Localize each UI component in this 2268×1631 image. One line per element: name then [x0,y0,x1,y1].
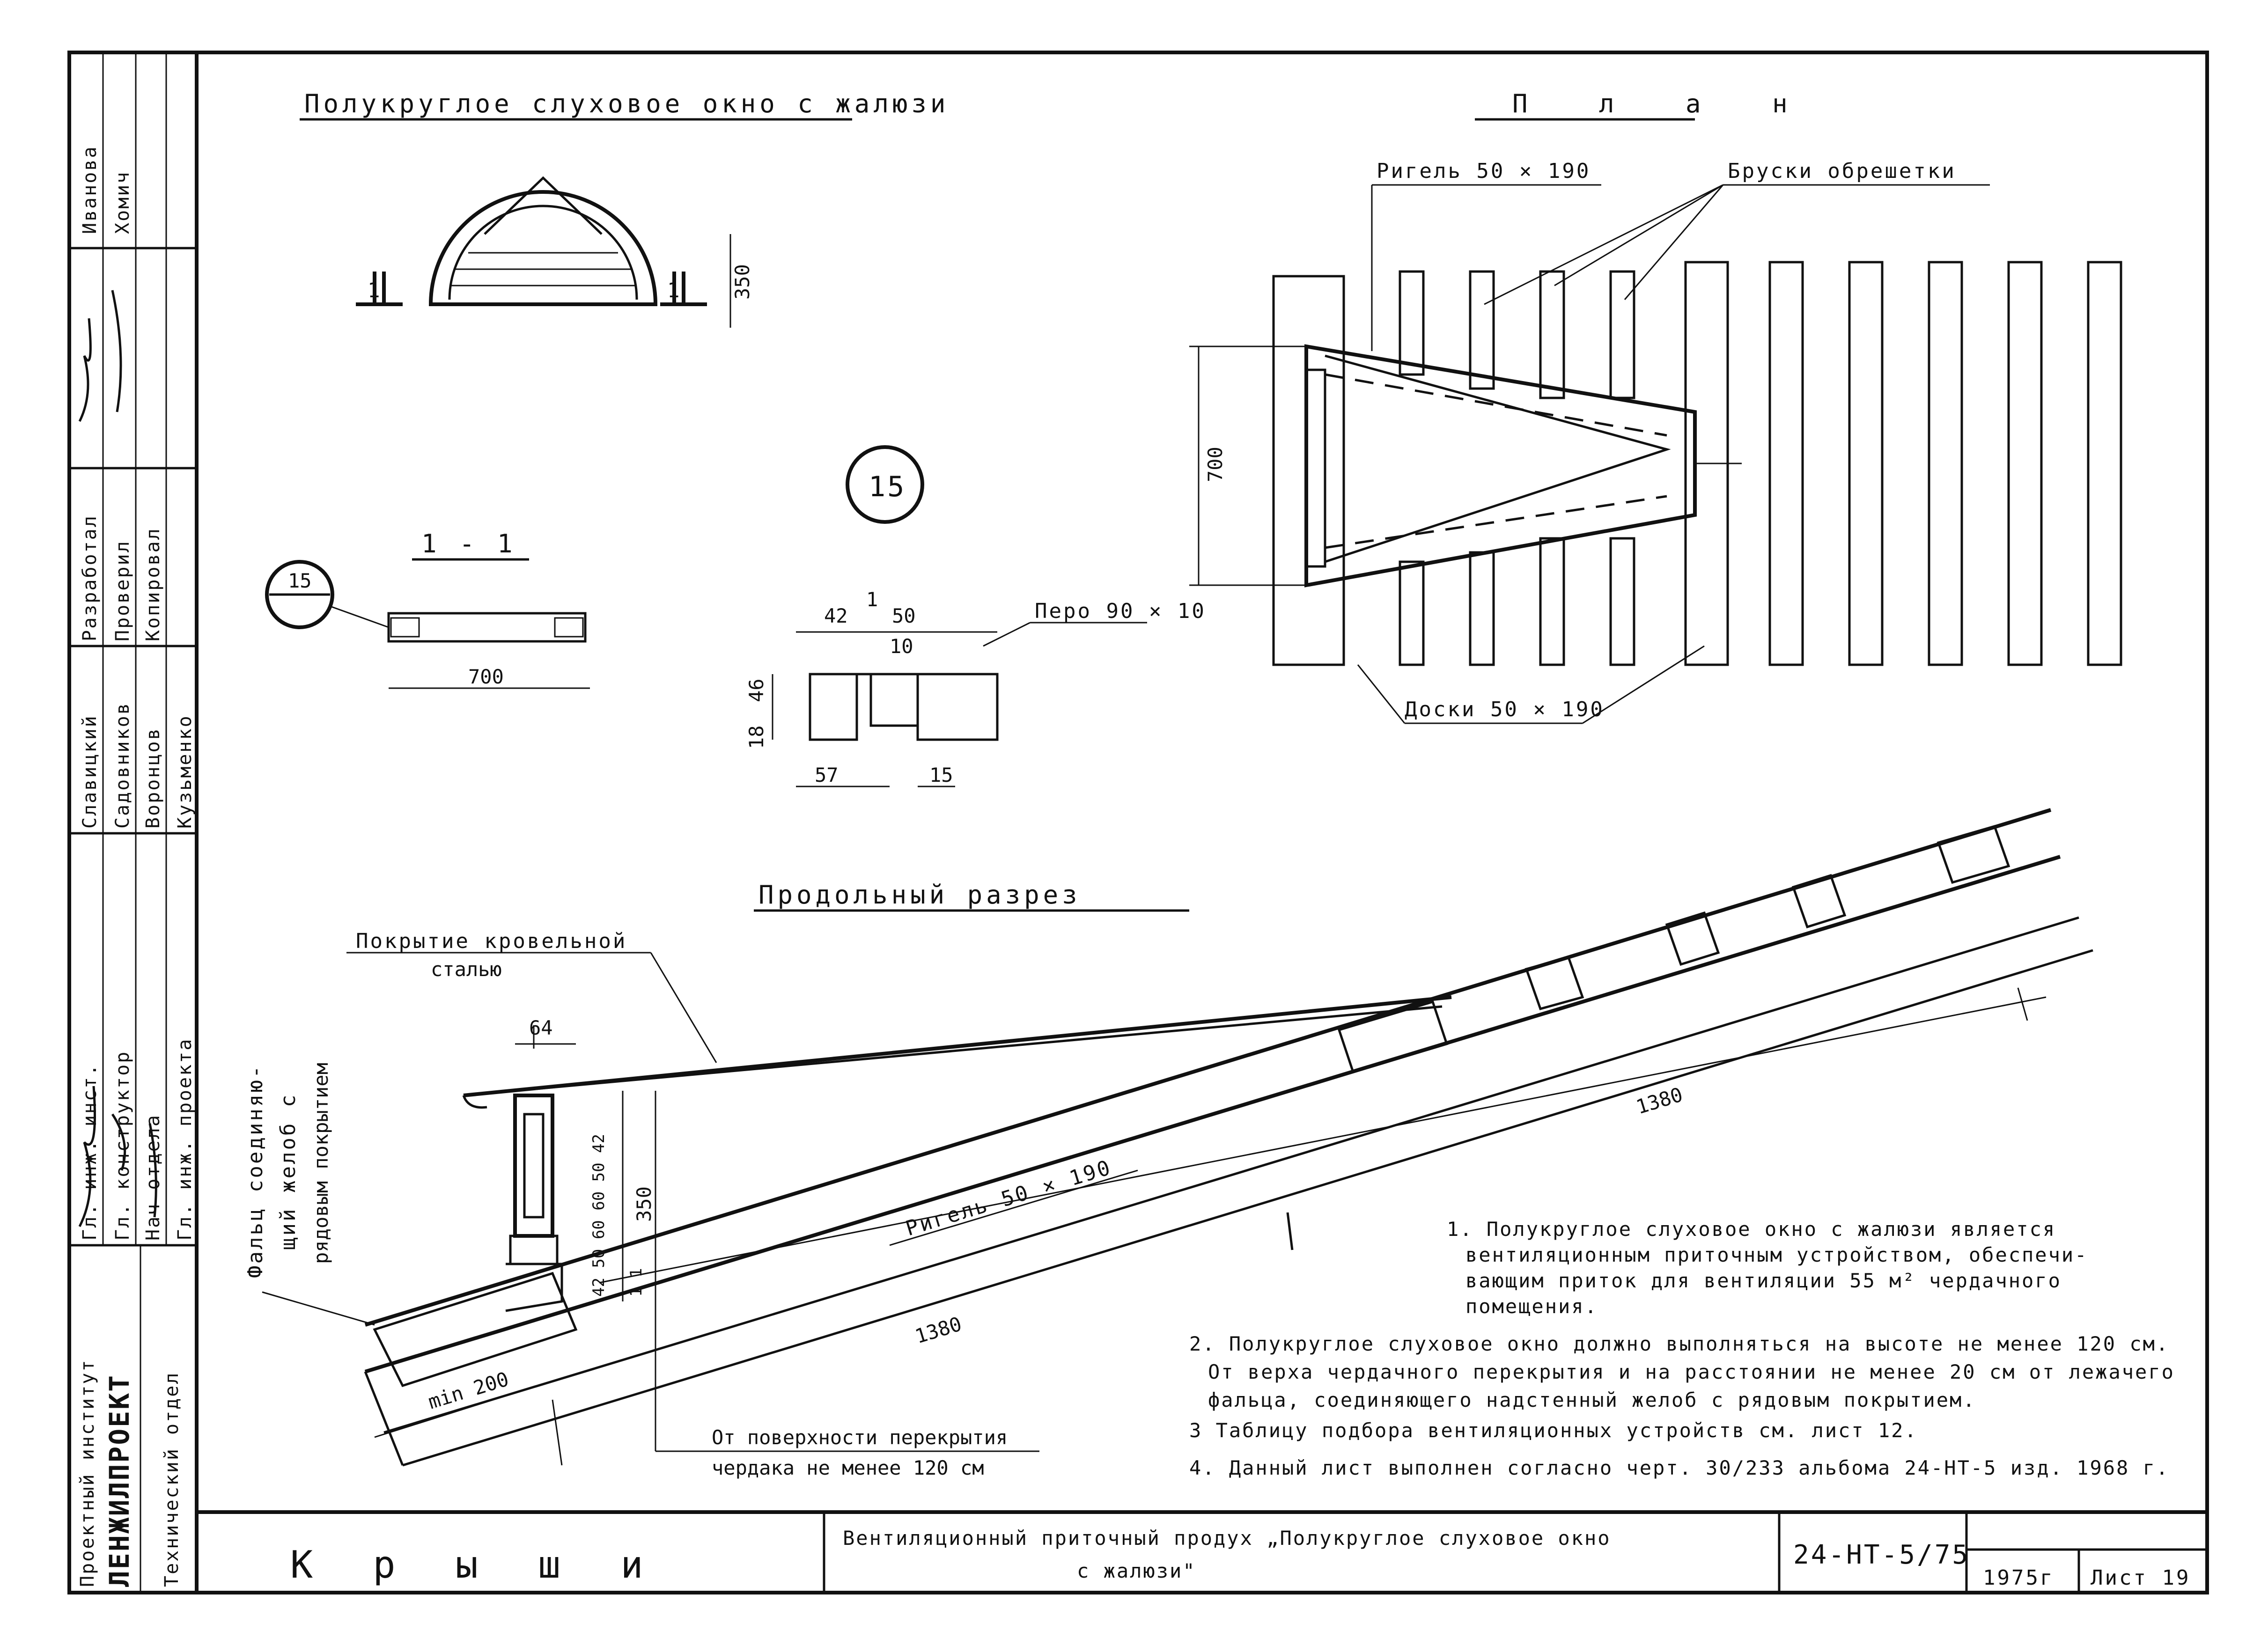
stamp-name-ivanova: Иванова [79,145,101,234]
note-line: помещения. [1465,1295,1598,1318]
section-marker-right: 1 [667,279,682,302]
cut-1-1: 1 - 1 15 700 [265,529,590,689]
longitudinal-section: Продольный разрез 64 42 50 60 60 50 42 1 [243,808,2093,1479]
detail-number: 15 [869,470,906,503]
stalyu-label: сталью [431,958,502,981]
profile-detail: 42 1 50 10 Перо 90 × 10 46 18 57 15 [745,588,1206,787]
plan-bruski-label: Бруски обрешетки [1728,159,1956,183]
dim-stack: 42 50 60 60 50 42 [589,1134,608,1297]
note-line: 2. Полукруглое слуховое окно должно выпо… [1189,1332,2169,1355]
dim-stack-right: 1 1 [627,1268,646,1297]
detail-callout-15: 15 [846,445,924,524]
dim-350-section: 350 [633,1186,655,1222]
title-block: К р ы ш и Вентиляционный приточный проду… [290,1512,2207,1593]
note-line: 1. Полукруглое слуховое окно с жалюзи яв… [1447,1218,2056,1241]
dim-700-plan: 700 [1204,447,1227,482]
window-elevation: Полукруглое слуховое окно с жалюзи 1 1 3… [300,89,949,328]
sheet-title-line-2: с жалюзи" [1077,1559,1196,1582]
falc-label-2: щий желоб с [276,1093,300,1250]
stamp-name-sadovnikov: Садовников [112,702,133,829]
stamp-role-proveril: Проверил [112,540,133,641]
dim-50: 50 [892,604,916,627]
notes-block: 1. Полукруглое слуховое окно с жалюзи яв… [1189,1218,2175,1479]
note-line: вающим приток для вентиляции 55 м² черда… [1465,1269,2062,1292]
stamp-role-gl-inzh-proekta: Гл. инж. проекта [174,1038,196,1241]
plan-view: П л а н 700 [1189,89,2122,724]
ot-poverkh-label: От поверхности перекрытия [712,1426,1008,1449]
dim-64: 64 [529,1016,553,1039]
stamp-name-kuzmenko: Кузьменко [174,714,196,829]
plan-title: П л а н [1512,89,1816,118]
drawing-code: 24-НТ-5/75 [1793,1540,1970,1570]
pokrytie-label: Покрытие кровельной [356,929,627,953]
dim-57: 57 [815,764,839,786]
section-marker-left: 1 [368,279,382,302]
section-title: Продольный разрез [758,880,1081,910]
note-line: От верха чердачного перекрытия и на расс… [1208,1360,2175,1383]
stamp-name-vorontsov: Воронцов [142,727,164,829]
signature-mark [78,290,122,422]
dim-15: 15 [929,764,953,786]
dim-18: 18 [745,725,768,749]
stamp-role-gl-konstruktor: Гл. конструктор [112,1051,133,1241]
cut-title: 1 - 1 [421,529,516,558]
stamp-role-razrabotal: Разработал [79,514,101,641]
stamp-department: Технический отдел [161,1372,183,1587]
dim-10: 10 [890,635,913,658]
falc-label-1: Фальц соединяю- [243,1064,267,1278]
dim-1380-bottom: 1380 [913,1312,965,1348]
stamp-institute: Проектный институт [77,1359,98,1587]
sheet-title-line-1: Вентиляционный приточный продух „Полукру… [843,1527,1611,1550]
falc-label-3: рядовым покрытием [309,1063,332,1264]
plan-slats [1399,261,2122,666]
note-line: фальца, соединяющего надстенный желоб с … [1208,1389,1976,1411]
dim-42: 42 [824,604,848,627]
stamp-role-kopiroval: Копировал [142,527,164,641]
dim-1: 1 [866,588,878,611]
drawing-year: 1975г [1983,1566,2054,1590]
dim-700-cut: 700 [468,665,504,688]
sheet-number: Лист 19 [2091,1566,2190,1590]
stamp-role-nach-otdela: Нач отдела [142,1114,164,1241]
stamp-role-gl-inzh-inst: Гл. инж. инст. [79,1063,101,1241]
stamp-name-slavitsky: Славицкий [79,714,101,829]
sheet-frame [67,51,2209,1594]
note-line: вентиляционным приточным устройством, об… [1465,1243,2088,1266]
note-line: 4. Данный лист выполнен согласно черт. 3… [1189,1456,2169,1479]
cut-callout-number: 15 [288,569,312,592]
plan-doski-label: Доски 50 × 190 [1405,698,1605,721]
section-name: К р ы ш и [290,1543,662,1587]
pero-label: Перо 90 × 10 [1035,599,1206,623]
stamp-institute-name: ЛЕНЖИЛПРОЕКТ [103,1374,135,1587]
left-stamp: Разработал Проверил Копировал Иванова Хо… [69,52,197,1593]
plan-rigel-label: Ригель 50 × 190 [1377,159,1591,183]
roof-boards [373,824,2010,1388]
stamp-name-khomich: Хомич [112,171,133,234]
cherdaka-label: чердака не менее 120 см [712,1456,984,1479]
dim-46: 46 [745,678,768,702]
note-line: 3 Таблицу подбора вентиляционных устройс… [1189,1419,1918,1442]
signature-mark [78,1086,157,1227]
dim-350-window: 350 [731,264,754,300]
window-title: Полукруглое слуховое окно с жалюзи [304,89,949,118]
